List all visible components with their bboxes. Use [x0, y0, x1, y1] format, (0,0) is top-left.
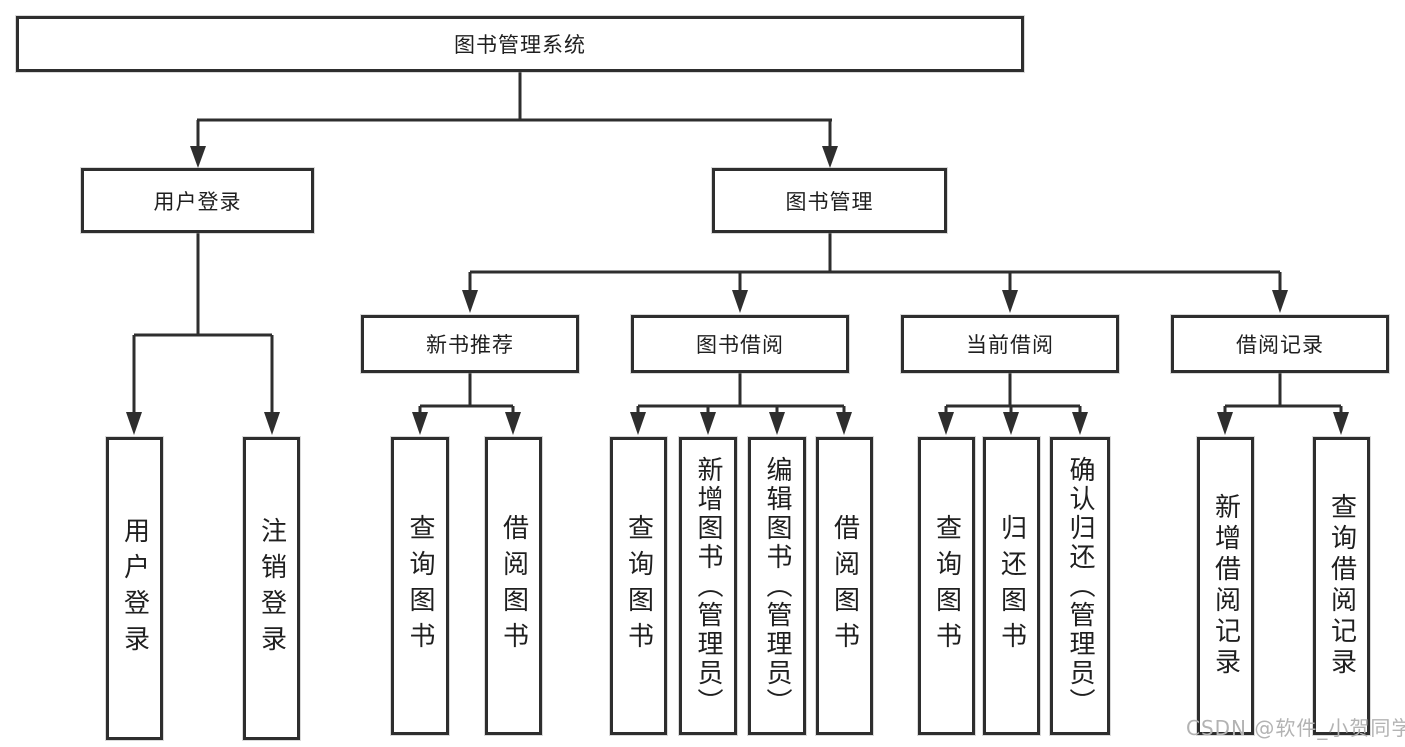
node-label: 查询图书: [405, 514, 435, 658]
leaf-user-login: 用户登录: [106, 437, 163, 740]
node-label: 新增借阅记录: [1210, 493, 1241, 679]
arrow-down-icon: [1072, 412, 1088, 435]
node-borrowing-records: 借阅记录: [1171, 315, 1389, 373]
leaf-logout: 注销登录: [243, 437, 300, 740]
connector-book-management-to-level3: [462, 233, 1288, 313]
node-book-borrowing: 图书借阅: [631, 315, 849, 373]
node-label: 查询图书: [623, 514, 654, 658]
node-label: 确认归还（管理员）: [1065, 455, 1095, 717]
node-label: 借阅记录: [1236, 333, 1324, 357]
csdn-watermark: CSDN @软件_小贺同学: [1186, 716, 1405, 740]
connector-current-borrowing-to-leaves: [938, 373, 1088, 435]
leaf-confirm-return-admin: 确认归还（管理员）: [1050, 437, 1110, 735]
leaf-add-borrow-record: 新增借阅记录: [1197, 437, 1254, 735]
arrow-down-icon: [1002, 290, 1018, 313]
arrow-down-icon: [732, 290, 748, 313]
node-user-login: 用户登录: [81, 168, 314, 233]
leaf-edit-books-admin: 编辑图书（管理员）: [748, 437, 806, 735]
arrow-down-icon: [630, 412, 646, 435]
node-label: 新书推荐: [426, 333, 514, 357]
arrow-down-icon: [938, 412, 954, 435]
arrow-down-icon: [264, 412, 280, 435]
arrow-down-icon: [462, 290, 478, 313]
arrow-down-icon: [1272, 290, 1288, 313]
arrow-down-icon: [1333, 412, 1349, 435]
node-book-management: 图书管理: [712, 168, 947, 233]
connector-book-borrowing-to-leaves: [630, 373, 852, 435]
node-label: 新增图书（管理员）: [693, 455, 723, 717]
node-label: 注销登录: [256, 516, 287, 661]
leaf-borrow-books-recommend: 借阅图书: [485, 437, 542, 735]
leaf-query-borrow-record: 查询借阅记录: [1313, 437, 1370, 735]
leaf-query-books-borrow: 查询图书: [610, 437, 667, 735]
arrow-down-icon: [126, 412, 142, 435]
leaf-query-books-recommend: 查询图书: [391, 437, 449, 735]
arrow-down-icon: [700, 412, 716, 435]
node-label: 用户登录: [119, 516, 150, 661]
leaf-query-books-current: 查询图书: [918, 437, 975, 735]
leaf-add-books-admin: 新增图书（管理员）: [679, 437, 737, 735]
node-label: 查询借阅记录: [1326, 493, 1357, 679]
node-label: 用户登录: [153, 189, 242, 214]
arrow-down-icon: [769, 412, 785, 435]
arrow-down-icon: [412, 412, 428, 435]
node-new-book-recommendation: 新书推荐: [361, 315, 579, 373]
arrow-down-icon: [1003, 412, 1019, 435]
node-label: 编辑图书（管理员）: [762, 455, 792, 717]
connector-new-book-recommendation-to-leaves: [412, 373, 521, 435]
node-library-management-system: 图书管理系统: [16, 16, 1024, 72]
node-current-borrowing: 当前借阅: [901, 315, 1119, 373]
connector-user-login-to-leaves: [126, 233, 280, 435]
arrow-down-icon: [505, 412, 521, 435]
arrow-down-icon: [1217, 412, 1233, 435]
arrow-down-icon: [822, 146, 838, 168]
node-label: 图书管理系统: [454, 33, 586, 57]
connector-borrowing-records-to-leaves: [1217, 373, 1349, 435]
node-label: 归还图书: [996, 514, 1027, 658]
leaf-return-books: 归还图书: [983, 437, 1040, 735]
arrow-down-icon: [836, 412, 852, 435]
node-label: 借阅图书: [498, 514, 529, 658]
node-label: 查询图书: [931, 514, 962, 658]
connector-root-to-level2: [190, 72, 838, 168]
node-label: 图书借阅: [696, 333, 784, 357]
leaf-borrow-books: 借阅图书: [816, 437, 873, 735]
arrow-down-icon: [190, 146, 206, 168]
node-label: 当前借阅: [966, 333, 1054, 357]
node-label: 图书管理: [785, 189, 874, 214]
node-label: 借阅图书: [829, 514, 860, 658]
